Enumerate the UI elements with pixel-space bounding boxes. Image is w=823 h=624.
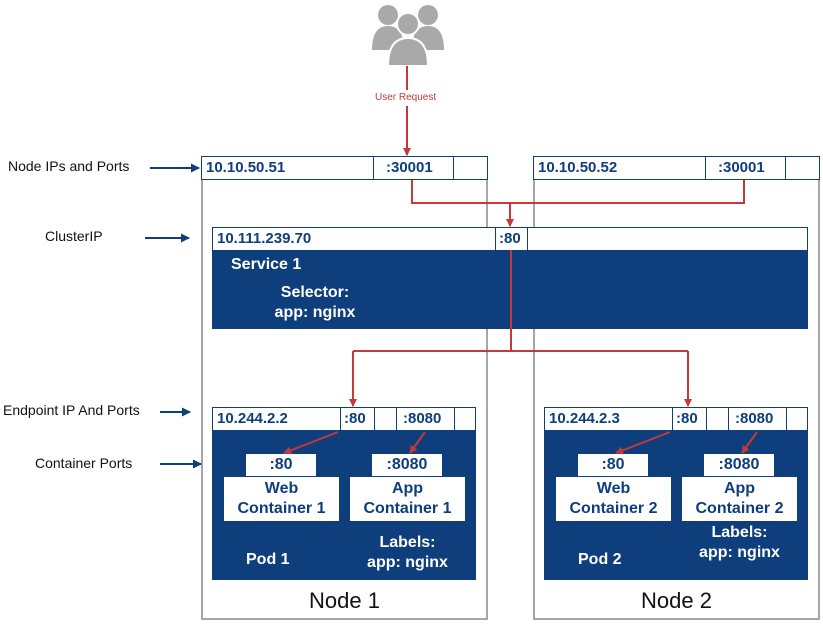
pod-2-spacer (707, 408, 729, 430)
service-name: Service 1 (231, 256, 302, 273)
pod-1-web-container: Web Container 1 (224, 477, 339, 521)
node-2-ip: 10.10.50.52 (534, 157, 706, 179)
pod-2-app-container: App Container 2 (682, 477, 797, 521)
pod-2-app-line2: Container 2 (695, 500, 784, 517)
pod-2-web-port: :80 (578, 454, 648, 476)
node-1-name: Node 1 (309, 588, 380, 613)
user-request-label: User Request (375, 92, 437, 103)
pod-1-labels-title: Labels: (379, 534, 436, 551)
pod-2-web-line1: Web (596, 480, 631, 497)
users-icon (372, 5, 444, 67)
pod-2-web-container: Web Container 2 (556, 477, 671, 521)
arrow-pod1-app (409, 431, 426, 454)
pod-2-app-port: :8080 (704, 454, 774, 476)
arrow-pod2-web (615, 431, 671, 455)
pod-1-name: Pod 1 (246, 551, 290, 568)
pod-2-ip: 10.244.2.3 (545, 408, 673, 430)
pod-1-spacer (375, 408, 397, 430)
pod-2-port-2: :8080 (729, 408, 787, 430)
service-selector-value: app: nginx (274, 304, 356, 321)
service-port: :80 (496, 228, 528, 250)
pod-1-app-line2: Container 1 (363, 500, 452, 517)
service-cluster-ip: 10.111.239.70 (213, 228, 496, 250)
node-1-port: :30001 (374, 157, 454, 179)
label-cluster-ip: ClusterIP (45, 228, 103, 244)
pod-1-app-container: App Container 1 (350, 477, 465, 521)
pod-1-web-line2: Container 1 (237, 500, 326, 517)
connector-node2-port (510, 180, 745, 204)
arrow-pod1-web (283, 431, 339, 455)
label-container-ports: Container Ports (35, 455, 133, 471)
node-1-ip: 10.10.50.51 (202, 157, 374, 179)
label-node-ips: Node IPs and Ports (8, 158, 130, 174)
label-endpoint: Endpoint IP And Ports (3, 402, 140, 418)
pod-1-app-port: :8080 (372, 454, 442, 476)
connector-node1-port (411, 180, 510, 204)
pod-1-port-1: :80 (341, 408, 375, 430)
service-cluster-ip-bar: 10.111.239.70 :80 (212, 227, 808, 251)
service-selector-title: Selector: (280, 284, 350, 301)
pod-1-ip: 10.244.2.2 (213, 408, 341, 430)
pod-2-name: Pod 2 (578, 551, 622, 568)
pod-2-labels-title: Labels: (711, 524, 768, 541)
node-2-name: Node 2 (641, 588, 712, 613)
pod-1-port-2: :8080 (397, 408, 455, 430)
pod-2-app-line1: App (723, 480, 756, 497)
pod-2-labels-value: app: nginx (699, 544, 780, 561)
pod-1-web-port: :80 (246, 454, 316, 476)
pod-1-web-line1: Web (264, 480, 299, 497)
pod-2-web-line2: Container 2 (569, 500, 658, 517)
node-2-port: :30001 (706, 157, 786, 179)
pod-1-labels-value: app: nginx (367, 554, 448, 571)
node-1-ip-bar: 10.10.50.51 :30001 (201, 156, 488, 180)
arrow-pod2-app (741, 431, 758, 454)
pod-1-app-line1: App (391, 480, 424, 497)
pod-2-port-1: :80 (673, 408, 707, 430)
node-2-ip-bar: 10.10.50.52 :30001 (533, 156, 820, 180)
